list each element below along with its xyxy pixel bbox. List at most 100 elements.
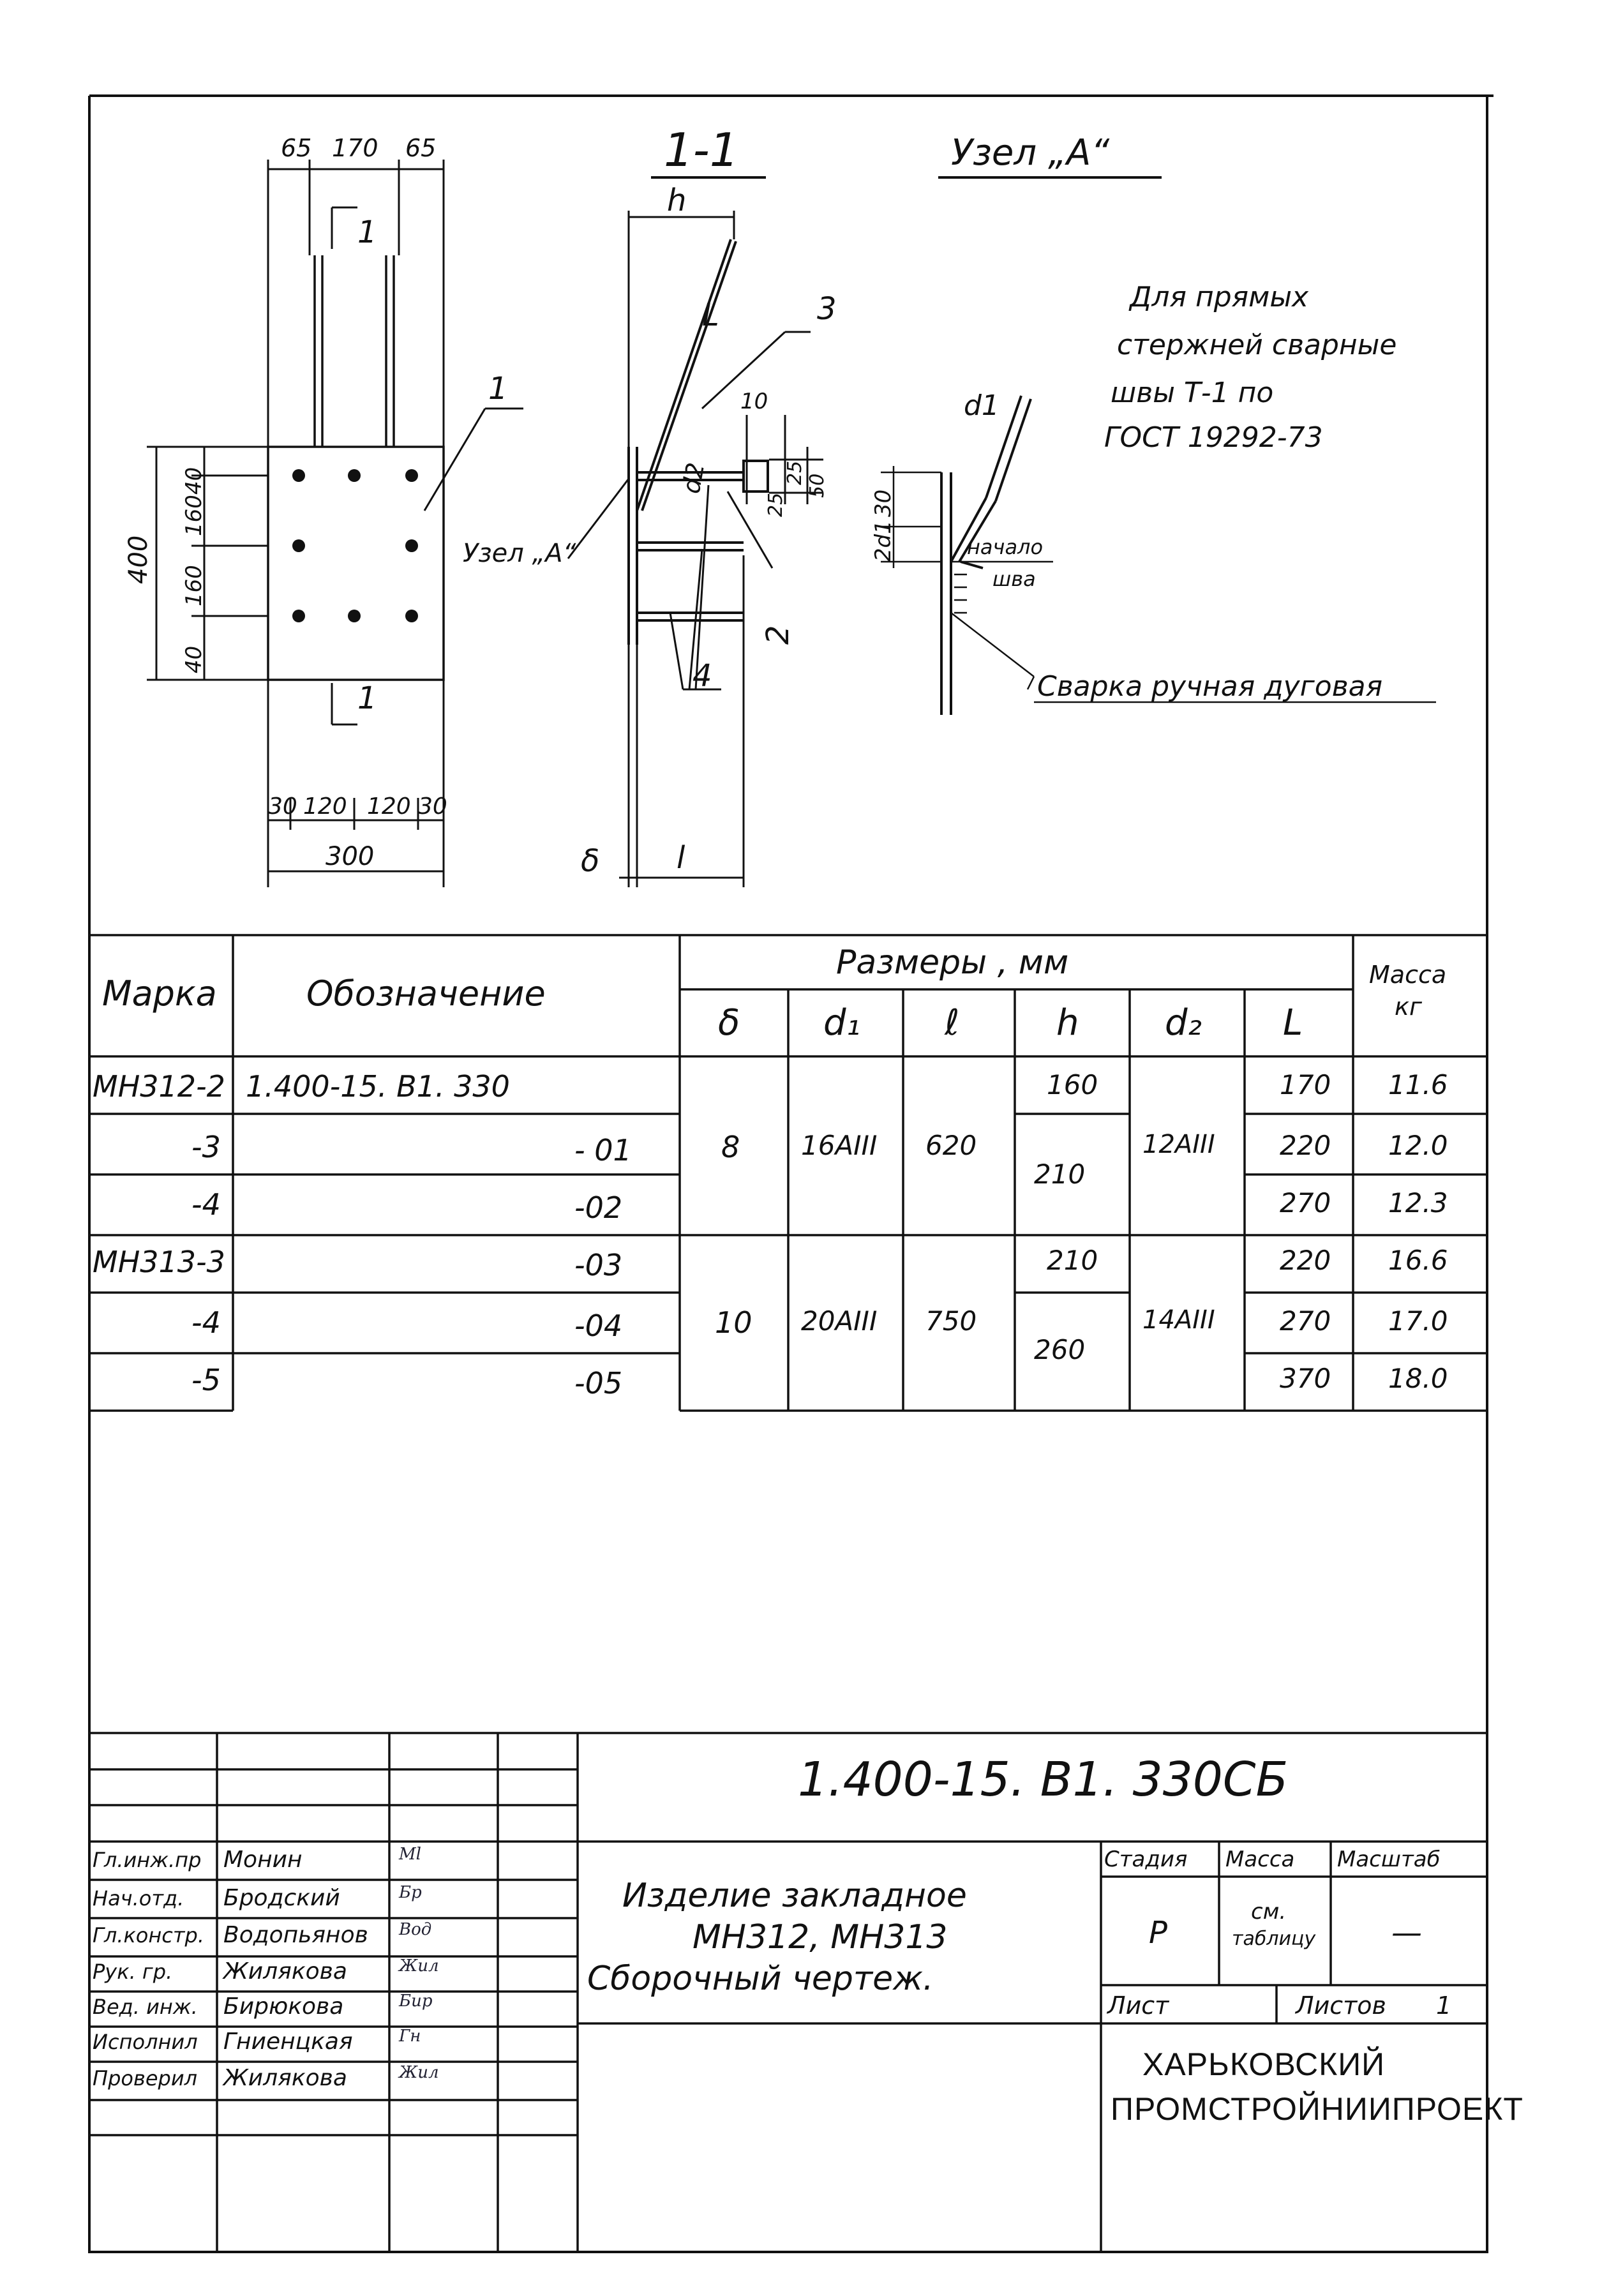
- staff-7-signature: Жил: [399, 2063, 439, 2082]
- label-d2: d2: [677, 460, 710, 495]
- staff-4-name: Жилякова: [223, 1958, 347, 1985]
- g2-h-rest: 260: [1034, 1334, 1086, 1365]
- product-title-2: МН312, МН313: [692, 1918, 948, 1956]
- staff-1-role: Гл.инж.пр: [93, 1848, 202, 1872]
- staff-2-signature: Бр: [399, 1883, 422, 1902]
- weld-start-line-2: шва: [992, 567, 1036, 591]
- row-3-L: 270: [1280, 1187, 1331, 1219]
- staff-5-name: Бирюкова: [223, 1993, 344, 2020]
- row-3-mass: 12.3: [1388, 1187, 1448, 1219]
- staff-3-signature: Вод: [399, 1920, 432, 1939]
- label-d1: d1: [964, 389, 999, 422]
- spec-table-grid: [89, 934, 1488, 1412]
- g1-h-rest: 210: [1034, 1159, 1086, 1190]
- sheet-label: Лист: [1107, 1992, 1169, 2020]
- staff-2-role: Нач.отд.: [93, 1886, 184, 1910]
- plan-dimension-lines: [147, 160, 523, 887]
- g1-h-top: 160: [1047, 1069, 1098, 1100]
- weld-note-line-2: стержней сварные: [1117, 329, 1396, 361]
- welding-type-text: Сварка ручная дуговая: [1037, 670, 1382, 703]
- header-mass: Масса: [1369, 961, 1447, 989]
- row-4-mark: МН313-3: [93, 1245, 225, 1279]
- staff-6-name: Гниенцкая: [223, 2029, 353, 2055]
- staff-5-signature: Бир: [399, 1992, 433, 2011]
- header-L: L: [1283, 1002, 1303, 1044]
- row-2-mark: -3: [191, 1130, 221, 1164]
- g1-delta: 8: [721, 1130, 740, 1164]
- dim-height-text: 400: [124, 536, 153, 584]
- label-L: L: [702, 297, 719, 333]
- staff-4-signature: Жил: [399, 1956, 439, 1976]
- node-dim-10: 10: [740, 389, 768, 414]
- dim-left-4: 40: [181, 646, 207, 673]
- label-h: h: [667, 183, 686, 218]
- dim-top-1: 65: [281, 134, 311, 162]
- staff-6-signature: Гн: [399, 2027, 421, 2046]
- row-1-mass: 11.6: [1388, 1069, 1448, 1100]
- g2-d1: 20АIII: [801, 1305, 878, 1337]
- title-block-grid: [89, 1732, 1487, 2252]
- section-title-text: 1-1: [664, 123, 739, 177]
- staff-5-role: Вед. инж.: [93, 1995, 198, 2019]
- dim-bottom-4: 30: [418, 793, 447, 820]
- row-2-mass: 12.0: [1388, 1130, 1448, 1161]
- organization-line-2: ПРОМСТРОЙНИИПРОЕКТ: [1111, 2091, 1523, 2127]
- staff-1-signature: Ml: [399, 1845, 421, 1864]
- staff-6-role: Исполнил: [93, 2030, 198, 2054]
- dim-top-3: 65: [405, 134, 436, 162]
- section-mark-top: 1: [357, 214, 377, 250]
- organization-line-1: ХАРЬКОВСКИЙ: [1142, 2046, 1386, 2082]
- weld-note-line-4: ГОСТ 19292-73: [1104, 421, 1323, 454]
- row-1-L: 170: [1280, 1069, 1331, 1100]
- row-1-designation: 1.400-15. В1. 330: [246, 1069, 510, 1104]
- node-dim-2d1: 2d1: [871, 520, 896, 562]
- row-2-L: 220: [1280, 1130, 1331, 1161]
- node-dim-30: 30: [871, 490, 896, 517]
- row-3-designation: -02: [574, 1190, 623, 1225]
- node-dim-25b: 25: [765, 493, 787, 517]
- header-sizes: Размеры , мм: [836, 943, 1069, 982]
- g1-d1: 16АIII: [801, 1130, 878, 1161]
- node-title-text: Узел „А“: [951, 132, 1110, 174]
- row-4-designation: -03: [574, 1248, 623, 1282]
- dim-bottom-2: 120: [303, 793, 347, 820]
- g2-l: 750: [925, 1305, 977, 1337]
- section-mark-bottom: 1: [357, 680, 377, 716]
- position-2-label: 2: [760, 625, 796, 645]
- row-6-mass: 18.0: [1388, 1363, 1448, 1394]
- row-5-designation: -04: [574, 1309, 623, 1343]
- row-6-mark: -5: [191, 1363, 221, 1397]
- position-1-label: 1: [488, 371, 508, 407]
- row-4-L: 220: [1280, 1245, 1331, 1276]
- sheets-value: 1: [1436, 1992, 1452, 2020]
- row-1-mark: МН312-2: [93, 1069, 225, 1104]
- dim-width-text: 300: [326, 842, 374, 871]
- section-dimensions: [567, 211, 823, 887]
- staff-7-role: Проверил: [93, 2066, 198, 2090]
- weld-note-line-3: швы Т-1 по: [1111, 377, 1273, 409]
- dim-bottom-1: 30: [268, 793, 297, 820]
- stage-label: Стадия: [1104, 1847, 1188, 1872]
- stage-value: Р: [1149, 1915, 1167, 1951]
- staff-3-role: Гл.констр.: [93, 1923, 204, 1947]
- staff-1-name: Монин: [223, 1847, 303, 1873]
- staff-4-role: Рук. гр.: [93, 1960, 173, 1984]
- mass-label: Масса: [1225, 1847, 1295, 1872]
- drawing-annotations: 1-1 Узел „А“ Для прямых стержней сварные…: [124, 123, 1396, 879]
- row-5-mark: -4: [191, 1305, 221, 1340]
- node-dim-25a: 25: [784, 461, 806, 485]
- row-5-mass: 17.0: [1388, 1305, 1448, 1337]
- header-designation: Обозначение: [306, 973, 546, 1014]
- g2-h-top: 210: [1047, 1245, 1098, 1276]
- g2-d2: 14АIII: [1142, 1305, 1215, 1335]
- scale-label: Масштаб: [1337, 1847, 1441, 1872]
- label-l: l: [677, 840, 685, 876]
- dim-top-2: 170: [332, 134, 378, 162]
- mass-value-1: см.: [1251, 1899, 1287, 1925]
- node-dim-50: 50: [806, 474, 828, 498]
- row-2-designation: - 01: [574, 1133, 632, 1167]
- row-6-designation: -05: [574, 1366, 623, 1400]
- row-5-L: 270: [1280, 1305, 1331, 1337]
- node-a-dimensions: [881, 466, 1436, 703]
